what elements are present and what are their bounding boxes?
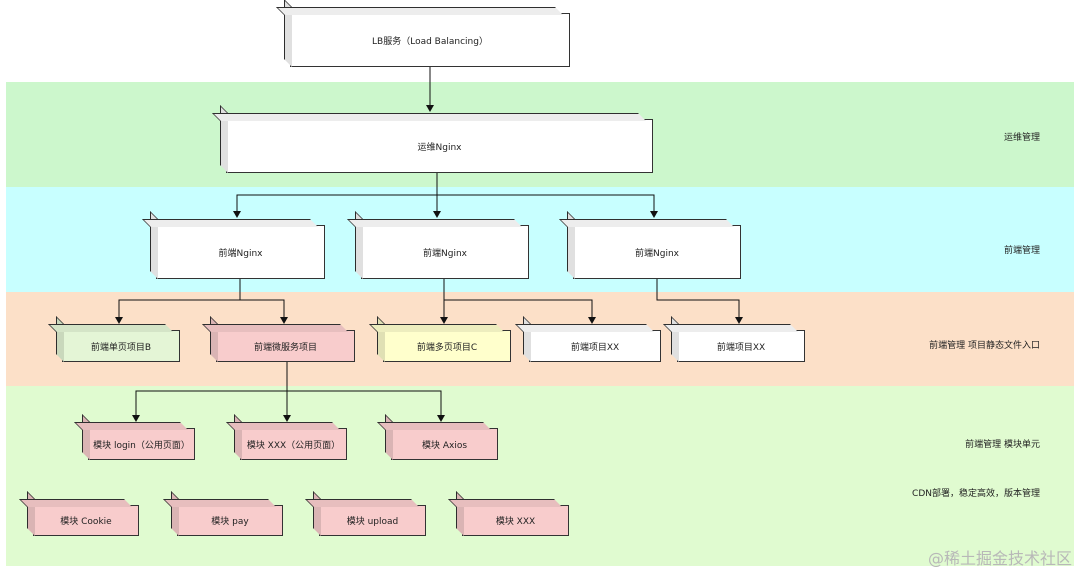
project-xx-node-1: 前端项目XX [529, 330, 661, 362]
module-xxx-node: 模块 XXX [462, 505, 569, 536]
ops-nginx-node: 运维Nginx [226, 119, 653, 173]
layer-label-cdn: CDN部署，稳定高效，版本管理 [912, 489, 1040, 499]
layer-label-entry: 前端管理 项目静态文件入口 [929, 341, 1040, 351]
frontend-nginx-node-3: 前端Nginx [573, 225, 741, 279]
spa-project-b-node: 前端单页项目B [62, 330, 180, 362]
lb-service-node: LB服务（Load Balancing） [290, 13, 570, 67]
module-xxx-public-node: 模块 XXX（公用页面） [240, 428, 347, 460]
micro-service-project-node: 前端微服务项目 [216, 330, 355, 362]
module-axios-node: 模块 Axios [391, 428, 498, 460]
module-login-node: 模块 login（公用页面） [88, 428, 195, 460]
module-pay-node: 模块 pay [177, 505, 283, 536]
layer-label-frontend: 前端管理 [1003, 246, 1040, 256]
project-xx-node-2: 前端项目XX [677, 330, 805, 362]
module-upload-node: 模块 upload [319, 505, 426, 536]
frontend-nginx-node-2: 前端Nginx [361, 225, 529, 279]
layer-band-modules [6, 386, 1074, 566]
layer-label-modules: 前端管理 模块单元 [965, 440, 1040, 450]
frontend-nginx-node-1: 前端Nginx [156, 225, 325, 279]
module-cookie-node: 模块 Cookie [33, 505, 139, 536]
watermark: @稀土掘金技术社区 [927, 549, 1072, 568]
layer-label-ops: 运维管理 [1003, 133, 1040, 143]
mpa-project-c-node: 前端多页项目C [383, 330, 511, 362]
